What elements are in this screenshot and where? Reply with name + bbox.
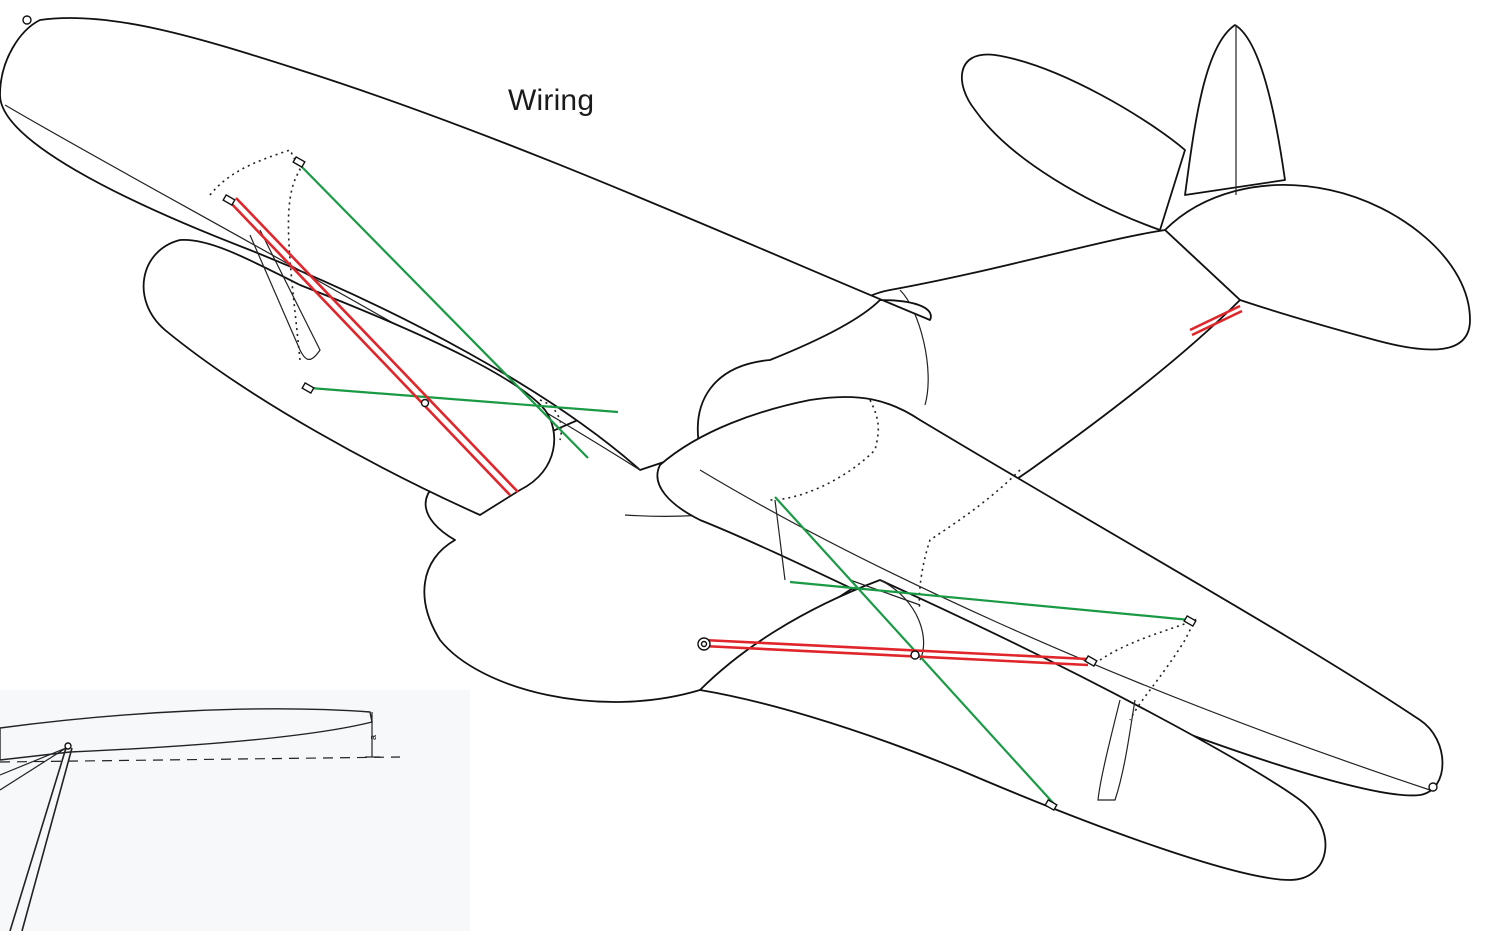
landing-wires: [227, 197, 1243, 667]
landing-wire-3a: [1189, 304, 1241, 332]
landing-wire-3b: [1191, 309, 1243, 337]
flying-wire-4: [789, 580, 1191, 622]
landing-wire-1a: [227, 199, 511, 496]
inset-dimension-label: a: [368, 735, 378, 740]
tail-assembly: [961, 24, 1471, 351]
inset-wing-detail: a: [0, 690, 470, 932]
landing-wire-2a: [702, 638, 1089, 661]
diagram-title: Wiring: [508, 84, 595, 117]
flying-wire-2: [309, 386, 619, 414]
flying-wire-1: [299, 164, 589, 459]
lower-wing-left: [142, 239, 556, 516]
upper-wing-right: [699, 579, 1327, 881]
wire-fittings: [222, 155, 1438, 812]
lower-wing-right: [656, 396, 1444, 797]
landing-wire-2b: [702, 644, 1089, 667]
landing-wire-1b: [235, 197, 519, 493]
